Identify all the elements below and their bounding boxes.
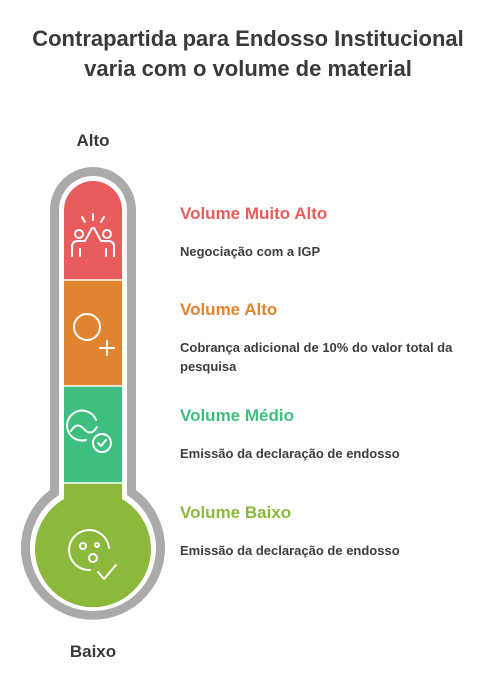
segment-high [64, 280, 122, 386]
level-title: Volume Baixo [180, 503, 292, 522]
wave-check-icon [66, 409, 112, 453]
level-title: Volume Muito Alto [180, 204, 328, 223]
title-line-2: varia com o volume de material [84, 56, 412, 81]
level-description: Emissão da declaração de endosso [180, 446, 400, 461]
title-line-1: Contrapartida para Endosso Institucional [32, 26, 464, 51]
circle-plus-icon [73, 313, 115, 356]
level-medium: Volume Médio Emissão da declaração de en… [180, 405, 470, 463]
bubbles-check-icon [68, 529, 117, 580]
segment-very-high [64, 181, 122, 280]
level-description: Negociação com a IGP [180, 244, 321, 259]
segment-low-bulb [34, 483, 152, 608]
level-very-high: Volume Muito Alto Negociação com a IGP [180, 203, 470, 261]
scale-bottom-label: Baixo [69, 642, 117, 661]
level-low: Volume Baixo Emissão da declaração de en… [180, 502, 470, 560]
level-title: Volume Alto [180, 300, 278, 319]
level-description: Cobrança adicional de 10% do valor total… [180, 340, 453, 374]
segment-medium [64, 386, 122, 483]
level-high: Volume Alto Cobrança adicional de 10% do… [180, 299, 470, 376]
level-description: Emissão da declaração de endosso [180, 543, 400, 558]
high-five-icon [71, 213, 115, 257]
scale-top-label: Alto [76, 131, 110, 150]
level-title: Volume Médio [180, 406, 294, 425]
diagram-title: Contrapartida para Endosso Institucional… [0, 24, 496, 84]
